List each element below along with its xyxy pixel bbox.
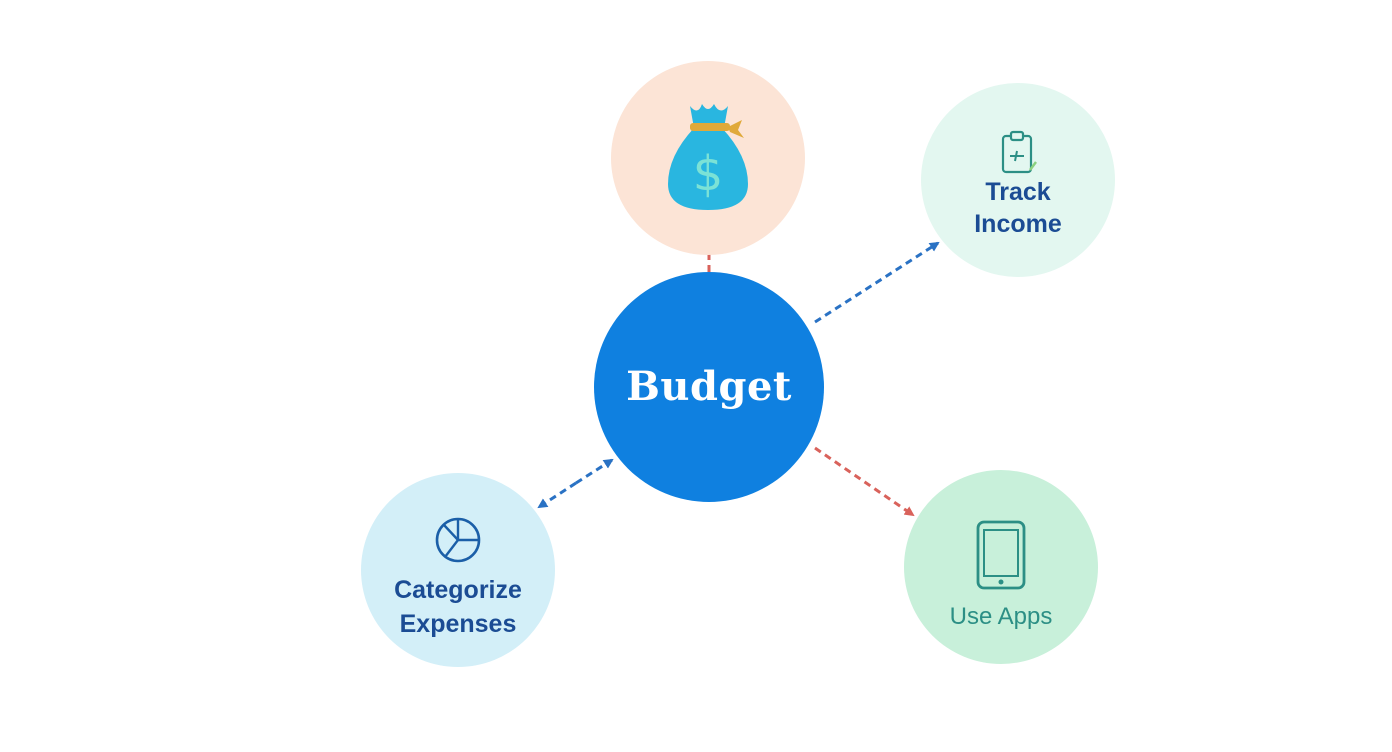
savings-node: $ (611, 61, 805, 255)
track-income-node: Track Income (921, 83, 1115, 277)
arrow-to-categorize-expenses-back (537, 481, 577, 509)
budget-center-node: Budget (594, 272, 824, 502)
tablet-icon (976, 520, 1026, 590)
arrow-to-track-income (814, 241, 940, 324)
budget-label: Budget (626, 363, 792, 410)
money-bag-icon: $ (668, 104, 748, 210)
use-apps-node: Use Apps (904, 470, 1098, 664)
categorize-expenses-label-line2: Expenses (399, 610, 517, 638)
clipboard-icon (1001, 130, 1037, 174)
use-apps-label: Use Apps (949, 603, 1053, 630)
arrow-to-use-apps (814, 446, 915, 517)
track-income-label-line1: Track (985, 178, 1051, 206)
arrow-to-categorize-expenses (575, 458, 614, 485)
svg-text:$: $ (693, 146, 724, 202)
categorize-expenses-label-line1: Categorize (394, 576, 522, 604)
pie-chart-icon (435, 517, 481, 563)
track-income-label-line2: Income (974, 210, 1062, 238)
categorize-expenses-node: Categorize Expenses (361, 473, 555, 667)
